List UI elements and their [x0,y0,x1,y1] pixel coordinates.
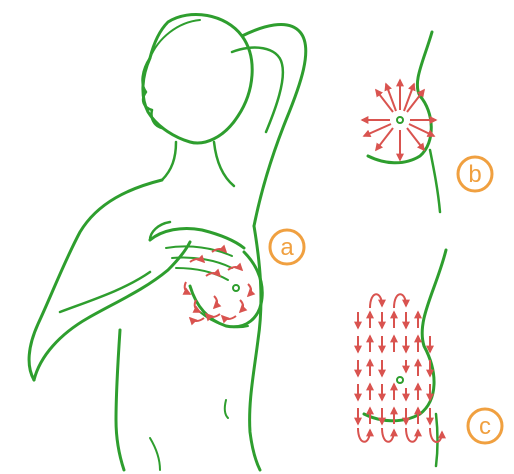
radial-arrow [376,128,393,150]
uturn-arrow-top [370,294,382,308]
panel-b-breast [368,32,440,212]
navel [225,400,228,418]
circular-motion-arrows [185,249,251,321]
finger-3 [176,268,228,280]
circle-arrow [248,284,251,296]
uturn-arrow-top [394,294,406,308]
panel-b-torso [430,150,440,212]
label-badge-c: c [468,409,502,443]
panel-b-nipple [397,117,403,123]
circle-arrow [190,259,204,262]
face-profile [143,58,162,128]
finger-1 [166,246,232,256]
finger-2 [172,257,232,268]
panel-c-breast [364,250,446,466]
uturn-arrow-bottom [430,428,442,442]
circle-arrow [222,316,236,319]
forearm [34,242,190,380]
uturn-arrow-bottom [382,428,394,442]
label-badge-a: a [270,230,304,264]
radial-arrow [407,128,424,150]
badge-label-b: b [468,161,481,188]
main-figure [29,14,306,470]
hand-palm [150,228,244,248]
badge-label-c: c [479,413,491,440]
uturn-arrow-bottom [406,428,418,442]
label-badge-b: b [458,157,492,191]
head-outline [143,14,252,143]
raised-arm-inner [232,48,283,132]
neck-front [162,142,176,180]
panel-c-torso [436,414,438,466]
radial-arrow [404,84,414,111]
nipple [233,285,239,291]
circle-arrow [240,300,243,312]
hip-line [150,438,160,470]
panel-c-nipple [397,377,403,383]
circle-arrow [190,318,204,321]
badge-label-a: a [280,234,294,261]
radial-arrow [386,84,396,111]
uturn-arrow-bottom [358,428,370,442]
torso-left [116,330,124,470]
circle-arrow [214,296,217,308]
neck-back [214,142,234,186]
